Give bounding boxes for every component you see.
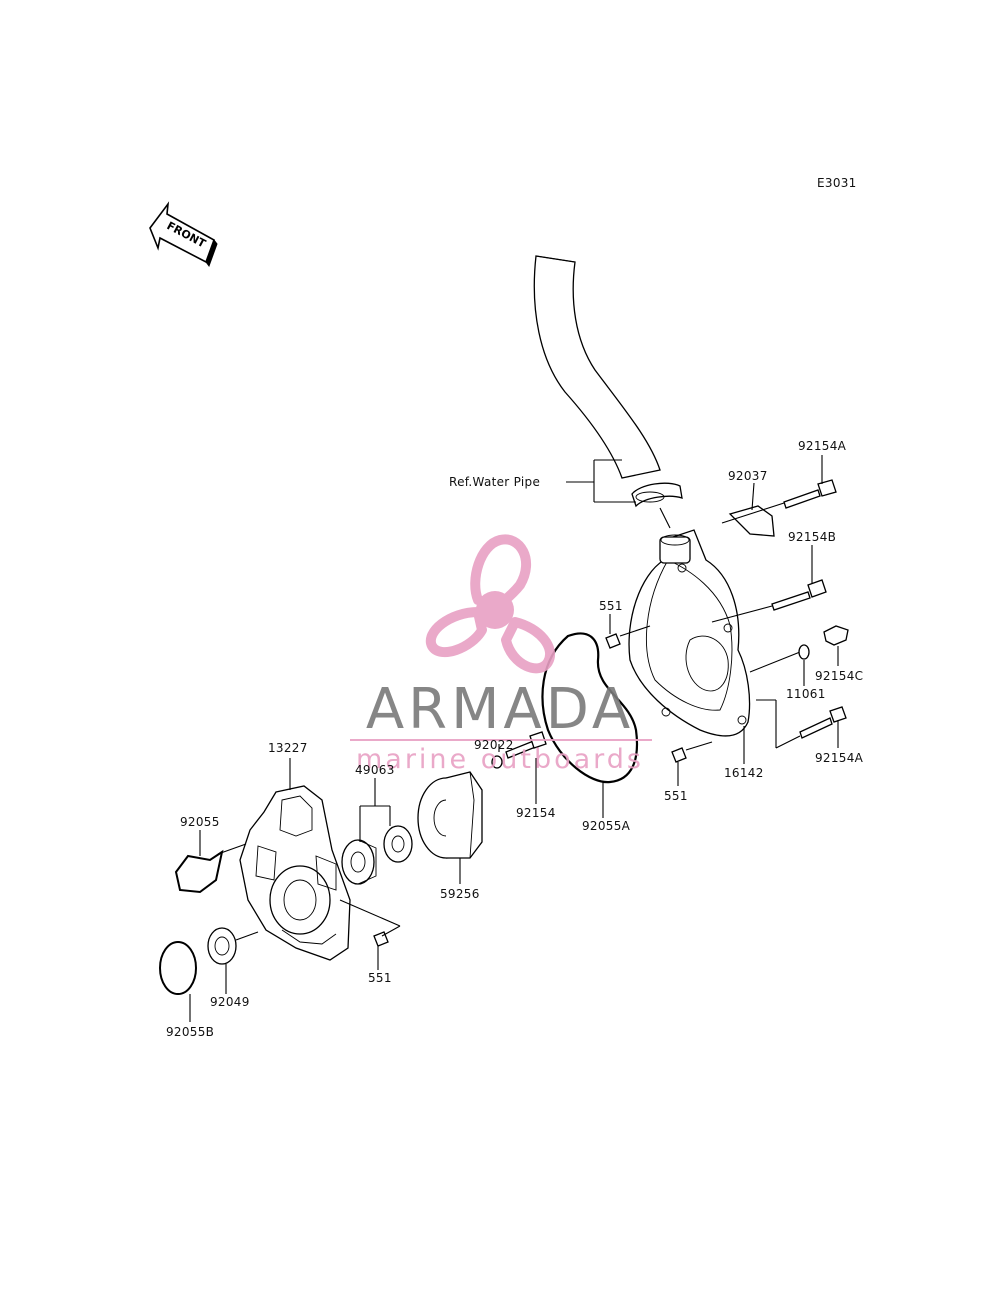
- label-551-right: 551: [664, 789, 688, 803]
- bolt-92154B: [711, 579, 827, 623]
- label-49063: 49063: [355, 763, 395, 777]
- label-92037: 92037: [728, 469, 768, 483]
- pump-cover: [628, 529, 751, 737]
- label-11061: 11061: [786, 687, 826, 701]
- impeller: [417, 771, 483, 859]
- label-92055B: 92055B: [166, 1025, 214, 1039]
- dowel-pin-551-bottom: [339, 899, 401, 947]
- o-ring-92055B: [159, 941, 197, 995]
- label-16142: 16142: [724, 766, 764, 780]
- propeller-logo-icon: [425, 534, 555, 674]
- label-92154B: 92154B: [788, 530, 836, 544]
- bolt-92154C: [823, 625, 849, 646]
- bolt-92154A-bottom: [756, 699, 847, 749]
- label-551-bottom: 551: [368, 971, 392, 985]
- part-labels: 92154A 92037 92154B 551 92154C 11061 921…: [166, 439, 864, 1039]
- label-92049: 92049: [210, 995, 250, 1009]
- ref-water-pipe-label: Ref.Water Pipe: [449, 475, 540, 489]
- label-92055: 92055: [180, 815, 220, 829]
- label-92154C: 92154C: [815, 669, 863, 683]
- label-92154A-top: 92154A: [798, 439, 847, 453]
- bolt-92154: [491, 731, 547, 769]
- water-pipe: [533, 255, 683, 508]
- label-92022: 92022: [474, 738, 514, 752]
- bolt-92154A-top: [721, 479, 837, 524]
- dowel-pin-551-top: [605, 625, 651, 649]
- front-arrow-icon: FRONT: [149, 201, 218, 268]
- watermark-brand: ARMADA: [366, 677, 634, 742]
- seal-49063-a: [341, 839, 377, 885]
- dowel-pin-551-right: [671, 741, 713, 763]
- watermark: ARMADA marine outboards: [350, 534, 652, 775]
- o-ring-92055: [174, 849, 224, 894]
- gasket-92055A: [541, 632, 638, 784]
- diagram-code: E3031: [817, 176, 857, 190]
- label-13227: 13227: [268, 741, 308, 755]
- seal-bracket: [359, 778, 391, 842]
- label-92154A-bottom: 92154A: [815, 751, 864, 765]
- washer-11061: [749, 644, 810, 673]
- ref-bracket: [566, 459, 671, 529]
- oil-seal-92049: [207, 927, 259, 965]
- label-92055A: 92055A: [582, 819, 631, 833]
- label-59256: 59256: [440, 887, 480, 901]
- label-551-top: 551: [599, 599, 623, 613]
- seal-49063-b: [383, 825, 413, 863]
- leader-lines: [189, 455, 839, 1022]
- pipe-bracket: [728, 505, 775, 537]
- pump-housing: [239, 785, 351, 961]
- watermark-tagline: marine outboards: [356, 744, 644, 775]
- label-92154: 92154: [516, 806, 556, 820]
